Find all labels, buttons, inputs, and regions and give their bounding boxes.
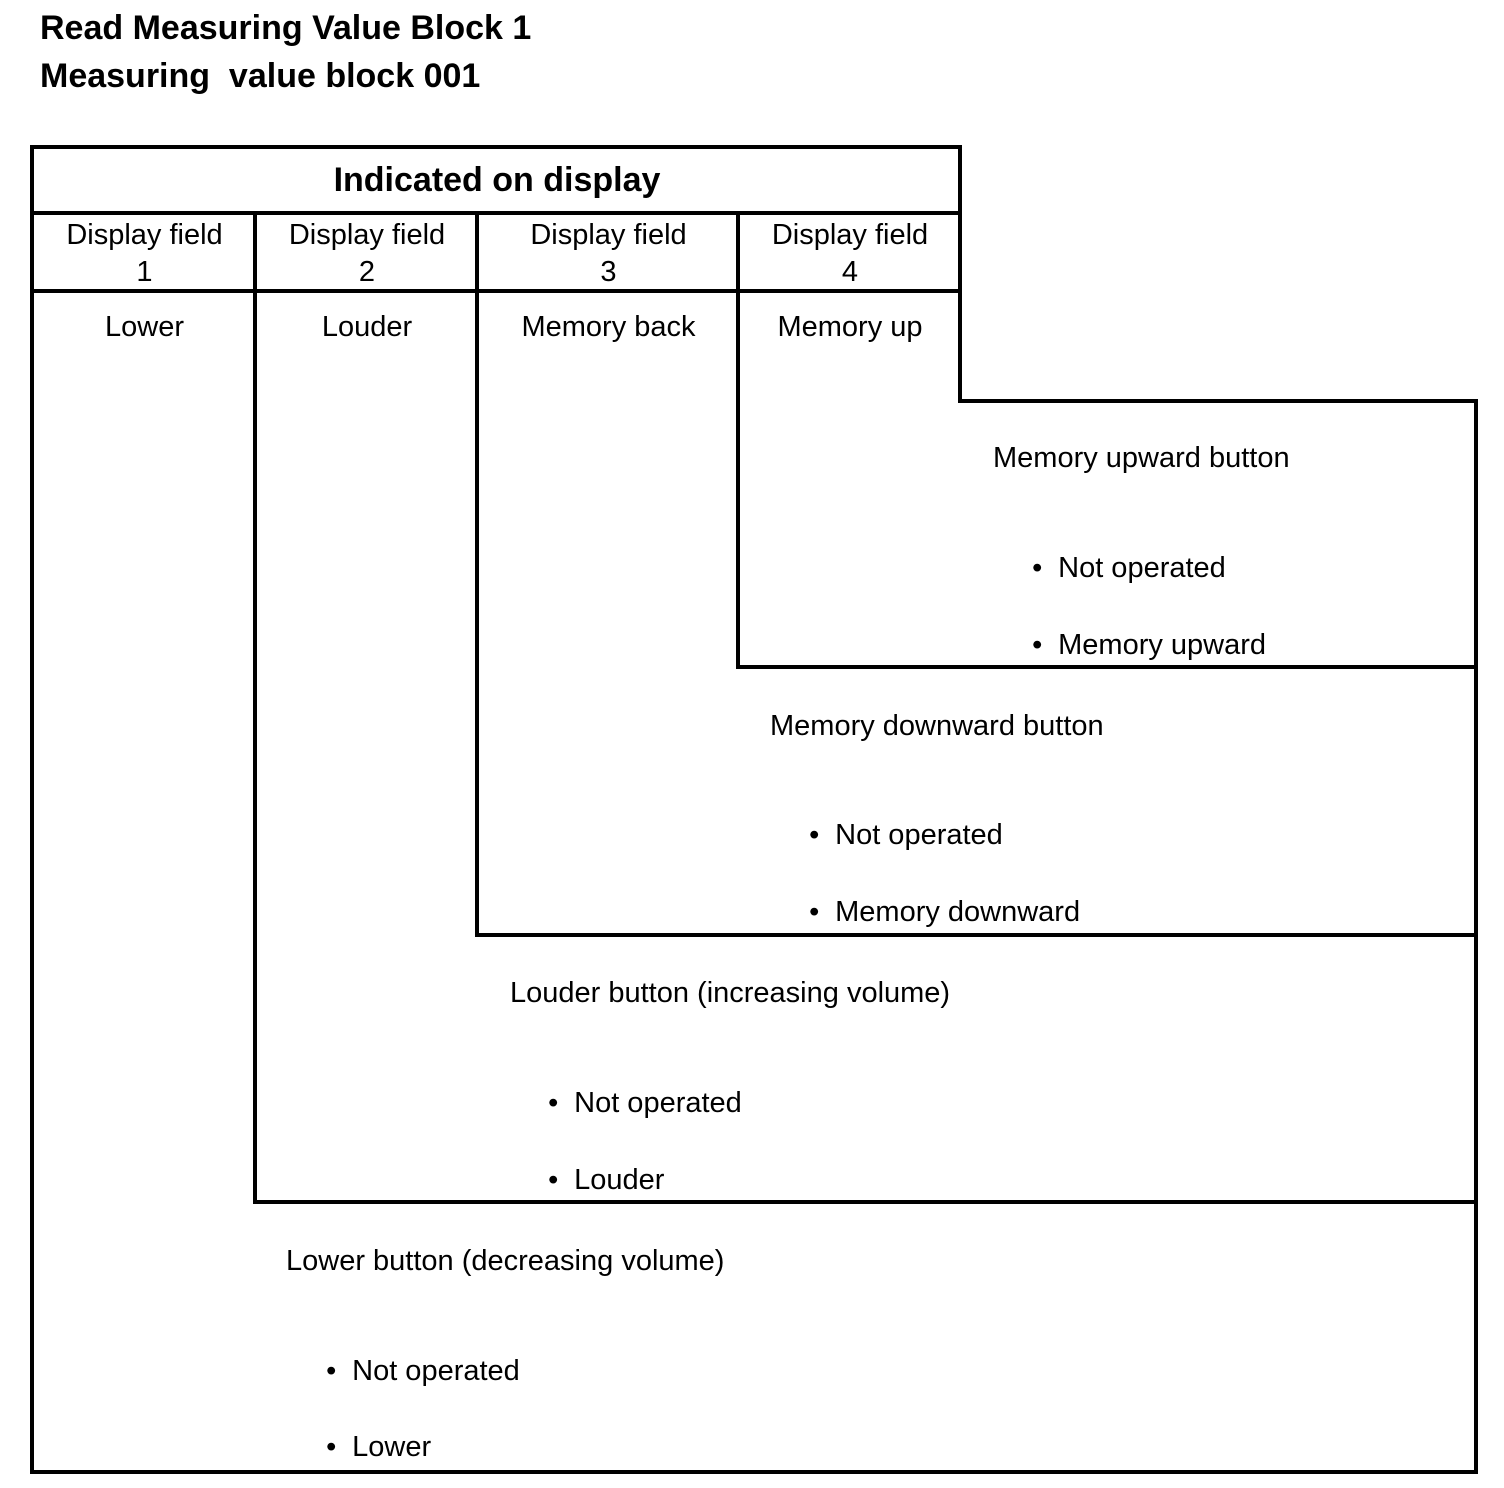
lower-item-1-text: Not operated (352, 1355, 520, 1387)
display-field-2-label: Display field (288, 219, 446, 251)
lower-item-1: • Not operated (310, 1320, 520, 1388)
display-field-4-header: Display field 4 (740, 217, 960, 291)
louder-item-1-text: Not operated (574, 1087, 742, 1119)
memory-up-item-1-text: Not operated (1058, 552, 1226, 584)
lower-item-2-text: Lower (352, 1431, 432, 1463)
bullet-icon: • (809, 896, 820, 928)
memory-up-item-2: • Memory upward (1016, 594, 1266, 662)
display-field-1-number: 1 (136, 256, 153, 288)
display-field-3-header: Display field 3 (479, 217, 738, 291)
memory-down-item-2: • Memory downward (793, 861, 1080, 929)
louder-item-1: • Not operated (532, 1052, 742, 1120)
page-title: Read Measuring Value Block 1 (40, 9, 532, 47)
louder-title: Louder button (increasing volume) (510, 977, 951, 1009)
table-header: Indicated on display (333, 161, 661, 199)
bullet-icon: • (326, 1355, 337, 1387)
lower-title: Lower button (decreasing volume) (286, 1245, 725, 1277)
louder-item-2: • Louder (532, 1129, 664, 1197)
display-field-3-label: Display field (530, 219, 687, 251)
memory-down-item-1: • Not operated (793, 784, 1003, 852)
display-field-1-header: Display field 1 (34, 217, 255, 291)
bullet-icon: • (548, 1087, 559, 1119)
display-field-2-number: 2 (358, 256, 376, 288)
bullet-icon: • (809, 819, 820, 851)
display-field-3-number: 3 (600, 256, 617, 288)
bullet-icon: • (1032, 629, 1043, 661)
memory-up-item-1: • Not operated (1016, 517, 1226, 585)
display-field-1-label: Display field (66, 219, 223, 251)
display-field-3-value: Memory back (521, 311, 696, 343)
memory-up-title: Memory upward button (993, 442, 1290, 474)
memory-up-item-2-text: Memory upward (1058, 629, 1267, 661)
memory-down-title: Memory downward button (770, 710, 1104, 742)
memory-down-item-1-text: Not operated (835, 819, 1003, 851)
bullet-icon: • (1032, 552, 1043, 584)
louder-item-2-text: Louder (574, 1164, 665, 1196)
lower-item-2: • Lower (310, 1396, 431, 1464)
display-field-2-value: Louder (321, 311, 413, 343)
display-field-1-value: Lower (105, 311, 184, 343)
page-subtitle: Measuring value block 001 (40, 57, 481, 95)
bullet-icon: • (548, 1164, 559, 1196)
bullet-icon: • (326, 1431, 337, 1463)
display-field-4-label: Display field (771, 219, 929, 251)
display-field-4-value: Memory up (777, 311, 923, 343)
display-field-4-number: 4 (841, 256, 859, 288)
memory-down-item-2-text: Memory downward (835, 896, 1081, 928)
display-field-2-header: Display field 2 (257, 217, 477, 291)
